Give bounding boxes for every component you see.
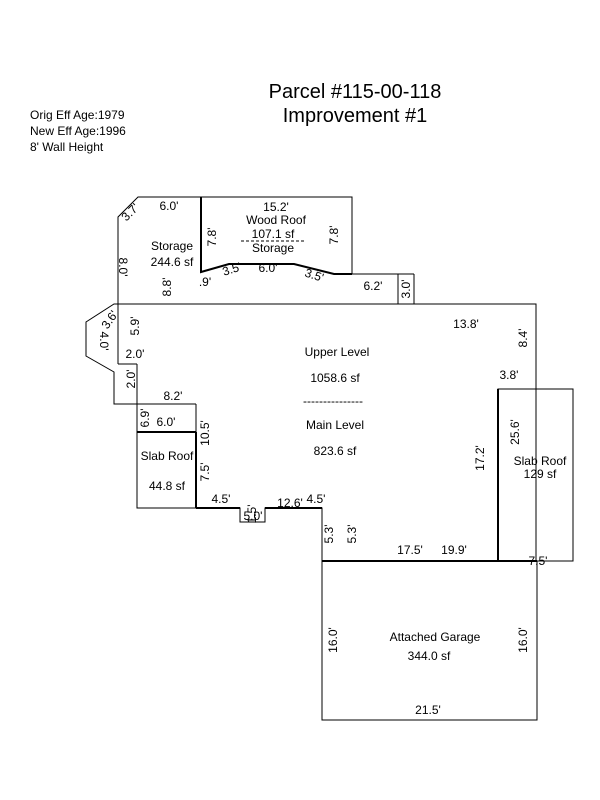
dimension-label: 7.8' <box>205 228 219 247</box>
wood-roof-label: Wood Roof <box>246 213 306 227</box>
dimension-label: 6.2' <box>364 279 383 293</box>
dimension-label: 16.0' <box>326 627 340 653</box>
main-level-label: Main Level <box>306 418 364 432</box>
dimension-label: 2.0' <box>124 370 138 389</box>
dimension-label: 8.4' <box>516 329 530 348</box>
upper-level-label: Upper Level <box>305 345 370 359</box>
dimension-label: 4.5' <box>212 492 231 506</box>
dimension-label: 12.6' <box>277 496 303 510</box>
dimension-label: 21.5' <box>415 703 441 717</box>
dimension-label: 6.0' <box>157 415 176 429</box>
dimension-label: 8.2' <box>164 389 183 403</box>
dimension-label: 6.0' <box>160 199 179 213</box>
garage-area: 344.0 sf <box>408 649 451 663</box>
parcel-title: Parcel #115-00-118 <box>268 81 442 103</box>
garage-label: Attached Garage <box>390 630 481 644</box>
dimension-label: 7.5' <box>198 463 212 482</box>
slab-roof-right-area: 129 sf <box>524 467 557 481</box>
dimension-label: 7.5' <box>529 554 548 568</box>
dimension-label: 5.0' <box>244 509 263 523</box>
wall-height: 8' Wall Height <box>30 140 104 154</box>
storage-label: Storage <box>151 239 193 253</box>
dimension-label: .9' <box>199 275 211 289</box>
dimension-label: 3.7' <box>119 201 142 224</box>
storage-area: 244.6 sf <box>151 255 194 269</box>
dimension-label: 6.9' <box>138 409 152 428</box>
slab-roof-right-label: Slab Roof <box>514 454 567 468</box>
main-level-area: 823.6 sf <box>314 444 357 458</box>
dimension-label: 3.0' <box>399 280 413 299</box>
improvement-title: Improvement #1 <box>282 105 428 127</box>
slab-roof-left-area: 44.8 sf <box>149 479 186 493</box>
dimension-label: 8.8' <box>160 278 174 297</box>
wood-roof-area: 107.1 sf <box>252 227 295 241</box>
upper-level-area: 1058.6 sf <box>310 371 360 385</box>
dimension-label: 19.9' <box>441 543 467 557</box>
dimension-label: 17.2' <box>473 445 487 471</box>
dimension-label: 2.0' <box>126 347 145 361</box>
dimension-label: 7.8' <box>327 226 341 245</box>
dimension-label: 17.5' <box>397 543 423 557</box>
dimension-label: 5.3' <box>322 525 336 544</box>
dimension-label: 6.0' <box>259 261 278 275</box>
level-divider: --------------- <box>303 394 363 408</box>
dimension-label: 8.0' <box>116 258 130 277</box>
dimension-label: 3.5' <box>221 260 243 279</box>
orig-eff-age: Orig Eff Age:1979 <box>30 108 125 122</box>
dimension-label: 4.5' <box>307 492 326 506</box>
dimension-label: 25.6' <box>508 419 522 445</box>
dimension-label: 5.3' <box>345 525 359 544</box>
dimension-label: 10.5' <box>198 420 212 446</box>
dimension-label: 16.0' <box>516 627 530 653</box>
wood-roof-wall <box>200 197 352 275</box>
dimension-label: 5.9' <box>128 317 142 336</box>
dimension-label: 1.5' <box>245 505 259 524</box>
slab-roof-left-label: Slab Roof <box>141 449 194 463</box>
dimension-label: 3.8' <box>500 368 519 382</box>
dimension-label: 3.5' <box>303 266 325 285</box>
dimension-label: 15.2' <box>263 200 289 214</box>
wood-roof-sub: Storage <box>252 241 294 255</box>
new-eff-age: New Eff Age:1996 <box>30 124 126 138</box>
dimension-label: 13.8' <box>453 317 479 331</box>
dimension-label: 4.0' <box>97 332 111 351</box>
